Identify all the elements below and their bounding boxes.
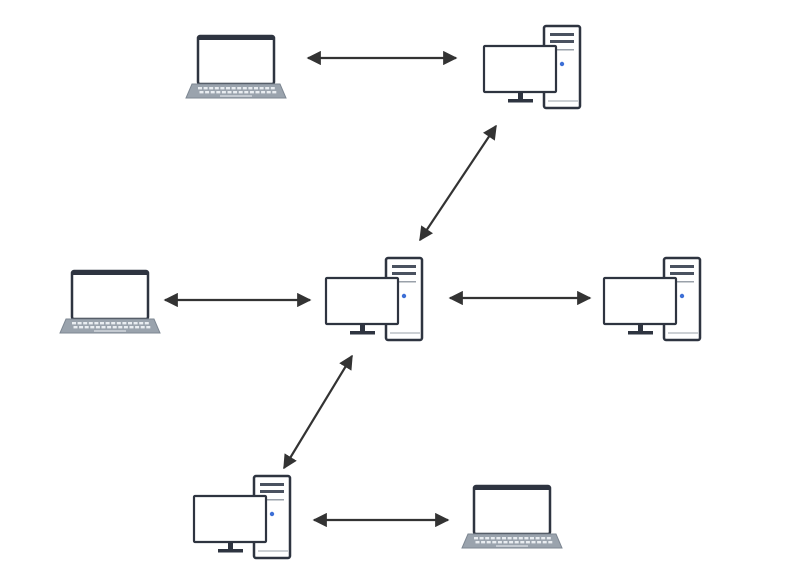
laptop-icon: [461, 484, 563, 549]
desktop-computer-icon: [602, 256, 702, 342]
laptop-icon: [185, 34, 287, 99]
desktop-computer-icon: [482, 24, 582, 110]
desktop-computer-icon: [324, 256, 424, 342]
nodes-layer: [59, 24, 702, 560]
link-desktop-top-right-to-desktop-center: [419, 124, 497, 242]
desktop-computer-icon: [192, 474, 292, 560]
link-desktop-center-to-desktop-bottom-left: [283, 354, 353, 470]
laptop-icon: [59, 269, 161, 334]
links-layer: [163, 50, 592, 528]
